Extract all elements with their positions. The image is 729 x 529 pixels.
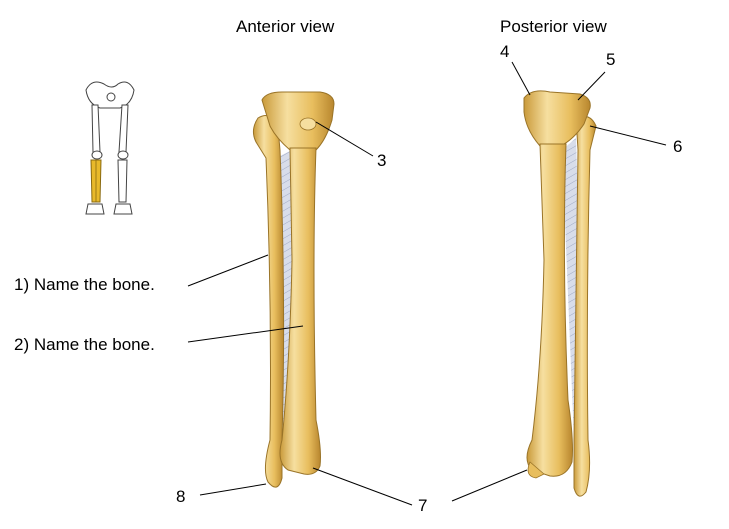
right-foot-outline (113, 203, 133, 215)
question-2-label: 2) Name the bone. (14, 335, 155, 354)
leader-line-3 (315, 121, 374, 157)
leader-line-q2 (187, 325, 304, 343)
anterior-bones-illustration (252, 91, 335, 488)
leader-line-4 (511, 61, 531, 96)
marker-3: 3 (377, 151, 387, 170)
right-leg-bones-outline (117, 159, 128, 203)
marker-4: 4 (500, 42, 510, 61)
leader-line-7b (451, 469, 528, 502)
marker-7: 7 (418, 496, 428, 515)
anterior-tibia-head (261, 91, 335, 151)
posterior-view-title: Posterior view (500, 17, 607, 36)
marker-5: 5 (606, 50, 616, 69)
posterior-fibula (573, 115, 597, 497)
leader-line-7a (312, 467, 413, 506)
marker-6: 6 (673, 137, 683, 156)
anterior-tibia-shaft (279, 147, 321, 475)
leader-line-q1 (187, 254, 269, 287)
anterior-fibula (252, 115, 285, 488)
question-1-label: 1) Name the bone. (14, 275, 155, 294)
left-femur-outline (91, 104, 101, 153)
posterior-tibia-head (523, 90, 591, 149)
leader-line-6 (589, 125, 667, 146)
marker-8: 8 (176, 487, 186, 506)
pelvis-outline (85, 81, 135, 109)
posterior-tibia-shaft (526, 143, 573, 477)
leader-line-8 (199, 483, 267, 496)
lower-limb-thumbnail (85, 81, 135, 215)
posterior-bones-illustration (523, 90, 597, 497)
anterior-view-title: Anterior view (236, 17, 335, 36)
leader-lines (187, 61, 667, 506)
right-femur-outline (118, 104, 129, 153)
leader-line-5 (577, 71, 606, 101)
left-foot-outline (85, 203, 105, 215)
